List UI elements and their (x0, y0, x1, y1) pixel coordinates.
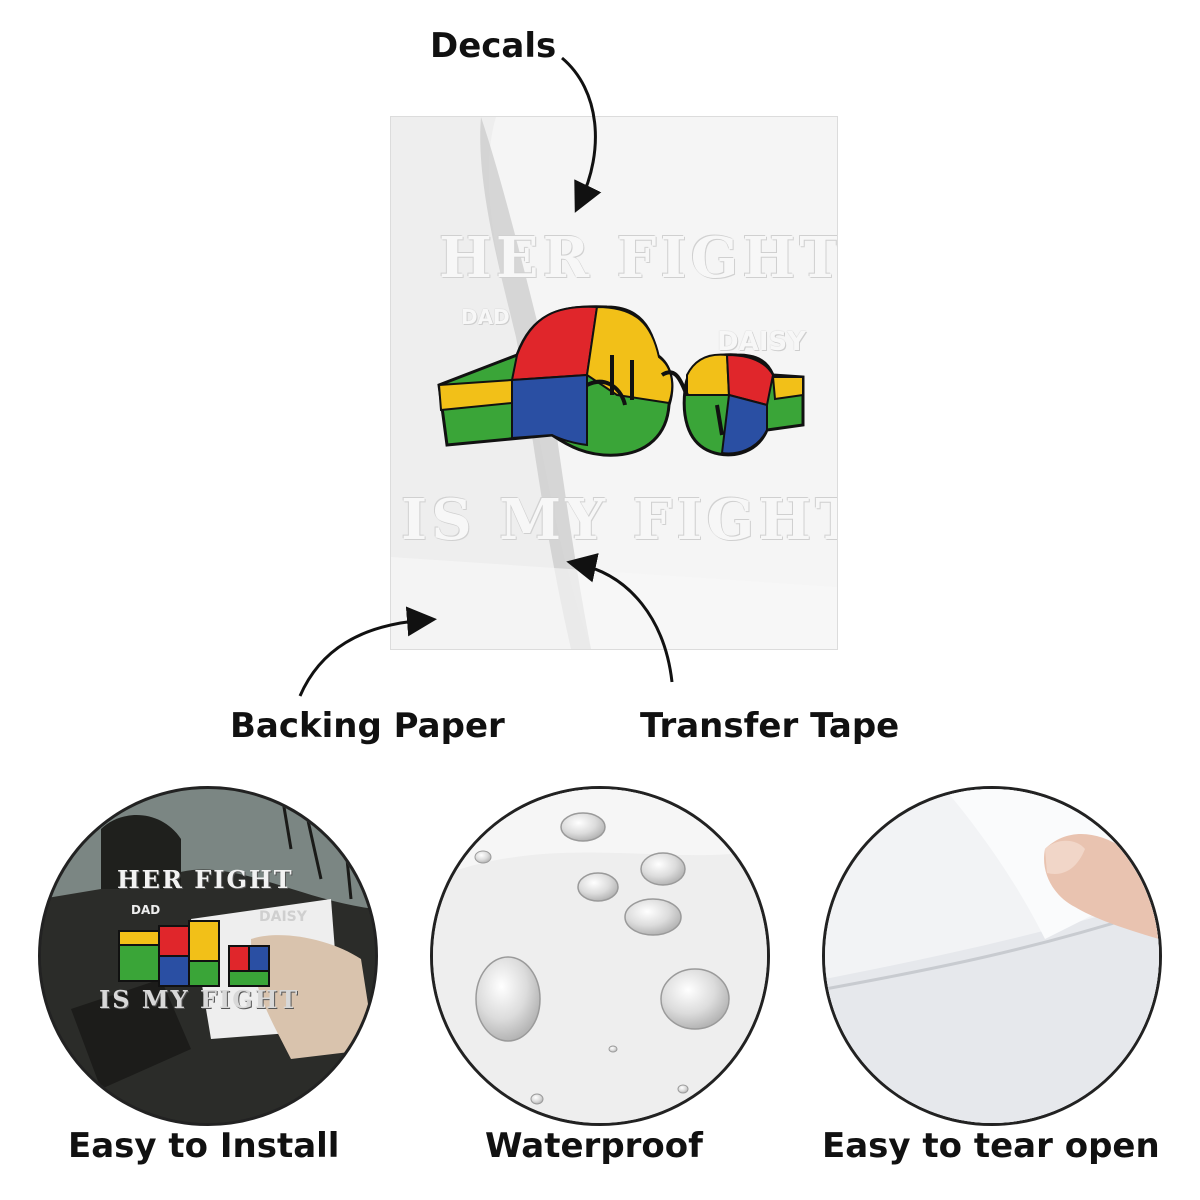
hand-peel-icon (825, 789, 1159, 1123)
decal-name-daisy: DAISY (717, 327, 806, 357)
waterproof-label: Waterproof (485, 1126, 703, 1166)
install-photo: HER FIGHT DAD DAISY IS MY FIGHT (38, 786, 378, 1126)
transfer-tape-label: Transfer Tape (640, 706, 900, 746)
install-decal-daisy: DAISY (259, 909, 307, 925)
water-drop-icon (433, 789, 767, 1123)
decal-name-dad: DAD (461, 305, 510, 329)
backing-paper-label: Backing Paper (230, 706, 505, 746)
install-scene (41, 789, 375, 1123)
decals-label: Decals (430, 26, 557, 66)
waterproof-photo (430, 786, 770, 1126)
decal-line-her-fight: HER FIGHT (439, 225, 838, 291)
tear-open-photo (822, 786, 1162, 1126)
decal-line-is-my-fight: IS MY FIGHT (401, 487, 838, 553)
install-decal-line2: IS MY FIGHT (99, 985, 300, 1014)
decal-sheet: HER FIGHT DAD DAISY IS MY FIGHT (390, 116, 838, 650)
easy-to-tear-open-label: Easy to tear open (822, 1126, 1160, 1166)
easy-to-install-label: Easy to Install (68, 1126, 340, 1166)
install-decal-line1: HER FIGHT (117, 865, 294, 894)
install-decal-dad: DAD (131, 903, 161, 917)
fist-bump-icon (437, 305, 805, 457)
